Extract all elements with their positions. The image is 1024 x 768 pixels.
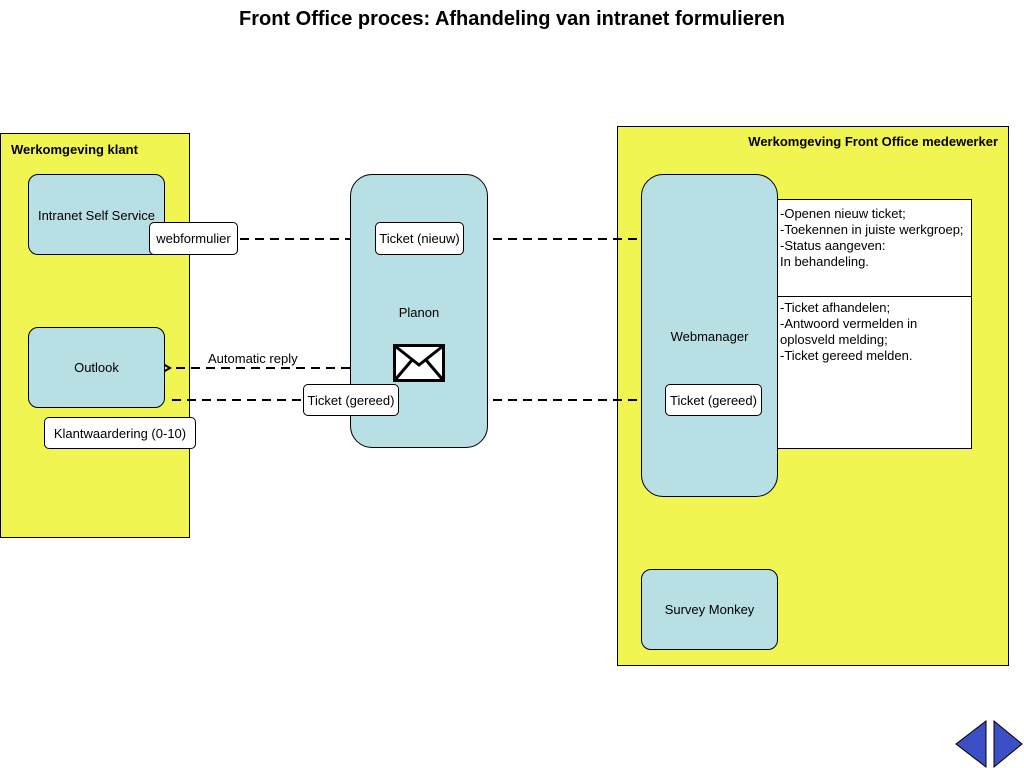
tag-ticket-gereed-webmanager: Ticket (gereed) [665, 384, 762, 416]
prev-slide-button[interactable] [954, 720, 988, 768]
tag-ticket-gereed-planon: Ticket (gereed) [303, 384, 399, 416]
system-webmanager: Webmanager [641, 174, 778, 497]
page-title: Front Office proces: Afhandeling van int… [239, 8, 785, 30]
process-notes: -Openen nieuw ticket; -Toekennen in juis… [776, 199, 972, 449]
process-notes-step1: -Openen nieuw ticket; -Toekennen in juis… [777, 200, 971, 297]
system-intranet-self-service: Intranet Self Service [28, 174, 165, 255]
next-slide-button[interactable] [992, 720, 1024, 768]
tag-ticket-nieuw: Ticket (nieuw) [375, 222, 464, 255]
system-webmanager-label: Webmanager [670, 329, 749, 344]
zone-client-label: Werkomgeving klant [11, 142, 138, 157]
tag-webformulier-label: webformulier [156, 231, 231, 246]
tag-klantwaardering-label: Klantwaardering (0-10) [53, 425, 187, 441]
system-survey-monkey-label: Survey Monkey [664, 602, 755, 617]
tag-ticket-gereed-planon-label: Ticket (gereed) [307, 392, 395, 408]
zone-front-office-label: Werkomgeving Front Office medewerker [748, 134, 998, 149]
system-outlook-label: Outlook [74, 360, 119, 375]
system-planon-label: Planon [398, 305, 440, 320]
tag-ticket-gereed-webmanager-label: Ticket (gereed) [670, 392, 757, 408]
system-intranet-self-service-label: Intranet Self Service [37, 208, 156, 223]
envelope-icon [393, 344, 445, 382]
triangle-right-icon [993, 720, 1023, 768]
process-notes-step2: -Ticket afhandelen; -Antwoord vermelden … [780, 300, 918, 363]
triangle-left-icon [955, 720, 987, 768]
tag-ticket-nieuw-label: Ticket (nieuw) [379, 231, 460, 246]
system-outlook: Outlook [28, 327, 165, 408]
edge-label-automatic-reply: Automatic reply [208, 351, 298, 366]
tag-klantwaardering: Klantwaardering (0-10) [44, 417, 196, 449]
tag-webformulier: webformulier [149, 222, 238, 255]
system-survey-monkey: Survey Monkey [641, 569, 778, 650]
